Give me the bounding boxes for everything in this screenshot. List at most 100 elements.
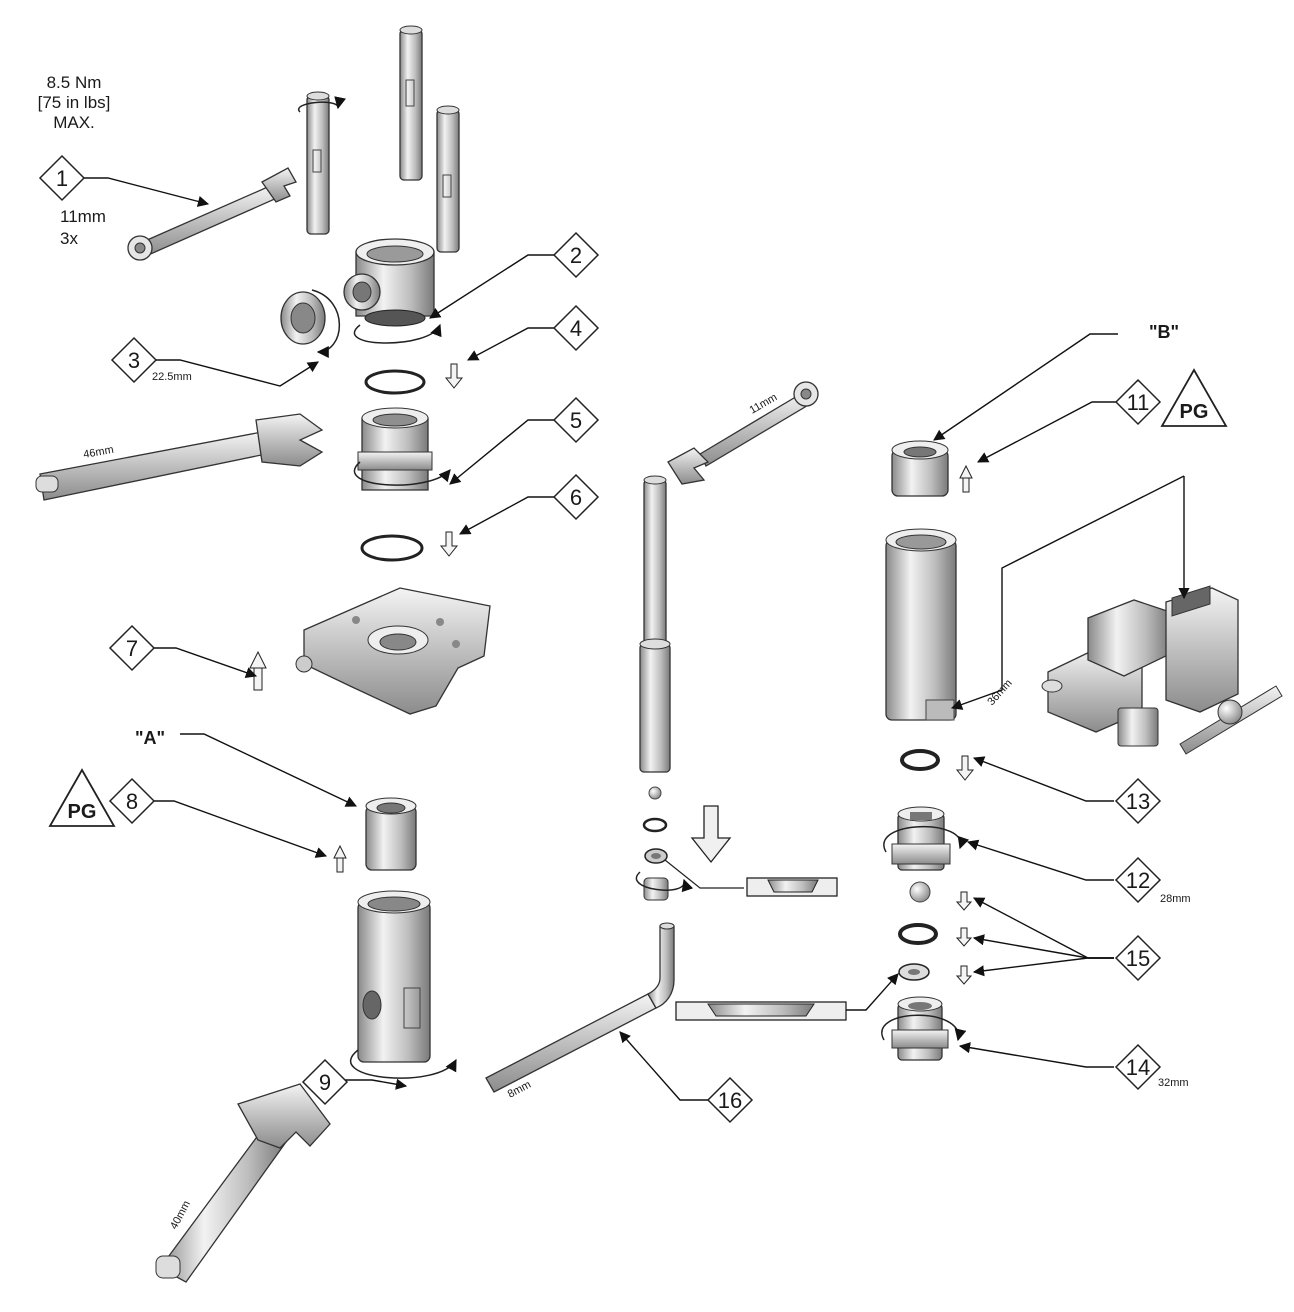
rotate-arrow-icon [635, 871, 694, 893]
callout-number: 5 [570, 408, 582, 433]
down-arrow-icon [955, 755, 975, 781]
piston-ball [648, 786, 662, 800]
o-ring-right-upper [900, 749, 940, 771]
check-ball [909, 881, 931, 903]
intake-seat-part-a [365, 797, 417, 871]
pg-badge-left: PG [48, 768, 116, 827]
callout-13: 13 [1114, 777, 1162, 825]
tie-rods [297, 25, 460, 253]
bench-vise [1041, 585, 1283, 755]
tie-rod-center [399, 29, 423, 181]
pump-base-plate [295, 587, 491, 715]
torque-note: 8.5 Nm [75 in lbs] MAX. [38, 73, 111, 132]
socket-32-label: 32mm [1158, 1077, 1189, 1089]
seal-section-view-lower [675, 1001, 847, 1021]
callout-1: 1 [38, 154, 86, 202]
up-arrow-icon [959, 464, 973, 493]
o-ring-upper [364, 369, 426, 395]
callout-number: 15 [1126, 946, 1150, 971]
rotate-arrow-icon [881, 1014, 967, 1042]
callout-7: 7 [108, 624, 156, 672]
callout-9: 9 [301, 1058, 349, 1106]
callout-8: 8 [108, 777, 156, 825]
wrench-count-label: 3x [60, 229, 78, 248]
callout-number: 8 [126, 789, 138, 814]
foot-valve-nut-28mm [883, 806, 970, 871]
callout-16: 16 [706, 1076, 754, 1124]
pg-badge-right: PG [1160, 368, 1228, 427]
foot-valve-body-32mm [881, 996, 967, 1061]
rotate-arrow-icon [883, 826, 970, 853]
wrench-46mm: 46mm [35, 413, 324, 501]
wrench-40-label: 40mm [168, 1199, 193, 1232]
leader-lines [84, 177, 1190, 1101]
pump-cylinder [349, 890, 457, 1079]
pg-label: PG [68, 801, 97, 823]
callout-5: 5 [552, 396, 600, 444]
ball-seat-ring [898, 923, 938, 945]
callout-number: 6 [570, 485, 582, 510]
down-arrow-icon [444, 363, 464, 389]
callout-6: 6 [552, 473, 600, 521]
wrench-11mm-center: 11mm [667, 381, 819, 485]
callout-number: 4 [570, 316, 582, 341]
callout-number: 14 [1126, 1055, 1150, 1080]
wrench-46-label: 46mm [82, 444, 114, 461]
callout-number: 13 [1126, 789, 1150, 814]
outlet-housing [343, 238, 442, 344]
socket-28-label: 28mm [1160, 893, 1191, 905]
seal-section-view-upper [746, 877, 838, 897]
callout-14: 14 [1114, 1043, 1162, 1091]
throat-nut [353, 407, 451, 491]
callout-number: 11 [1127, 390, 1150, 415]
callout-2: 2 [552, 231, 600, 279]
piston-small-parts [635, 786, 744, 901]
rotate-arrow-icon [353, 323, 442, 344]
pump-sleeve: 36mm [885, 528, 1015, 721]
packing-nut [280, 289, 340, 358]
displacement-rod [639, 475, 671, 773]
down-arrow-icon [955, 927, 973, 947]
intake-seat-part-b [891, 440, 949, 497]
piston-washer [642, 817, 668, 833]
hex-key-8mm: 8mm [485, 922, 675, 1101]
o-ring-lower [360, 534, 424, 562]
callout-15: 15 [1114, 934, 1162, 982]
marker-b: "B" [1149, 322, 1179, 342]
callout-number: 7 [126, 636, 138, 661]
down-arrow-icon [955, 891, 973, 911]
callout-12: 12 [1114, 856, 1162, 904]
marker-a: "A" [135, 728, 165, 748]
callout-3: 3 [110, 336, 158, 384]
callout-number: 16 [718, 1088, 742, 1113]
rotate-arrow-icon [297, 96, 346, 113]
callout-number: 3 [128, 348, 140, 373]
wrench-size-label: 11mm [60, 207, 106, 226]
torque-value: 8.5 Nm [47, 73, 102, 92]
torque-imperial: [75 in lbs] [38, 93, 111, 112]
tie-rod-left [306, 95, 330, 235]
wrench-40mm: 40mm [155, 1083, 331, 1283]
callout-number: 1 [56, 166, 68, 191]
socket-36-label: 36mm [985, 677, 1014, 708]
callout-number: 9 [319, 1070, 331, 1095]
wrench-11mm-upper: 11mm 3x [60, 167, 297, 261]
rotate-arrow-icon [353, 461, 451, 486]
tie-rod-right [436, 109, 460, 253]
callout-4: 4 [552, 304, 600, 352]
rotate-arrow-icon [349, 1049, 457, 1079]
socket-22-5-label: 22.5mm [152, 371, 192, 383]
callout-number: 12 [1126, 868, 1150, 893]
callout-11: 11 [1114, 378, 1162, 426]
callout-number: 2 [570, 243, 582, 268]
up-arrow-icon [333, 844, 347, 873]
down-arrow-icon [690, 805, 732, 864]
up-arrow-icon [249, 650, 267, 691]
pg-label: PG [1180, 401, 1209, 423]
down-arrow-icon [439, 531, 459, 557]
down-arrow-icon [955, 965, 973, 985]
torque-max: MAX. [53, 113, 95, 132]
rotate-arrow-icon [311, 289, 340, 358]
direction-arrows [249, 363, 975, 985]
